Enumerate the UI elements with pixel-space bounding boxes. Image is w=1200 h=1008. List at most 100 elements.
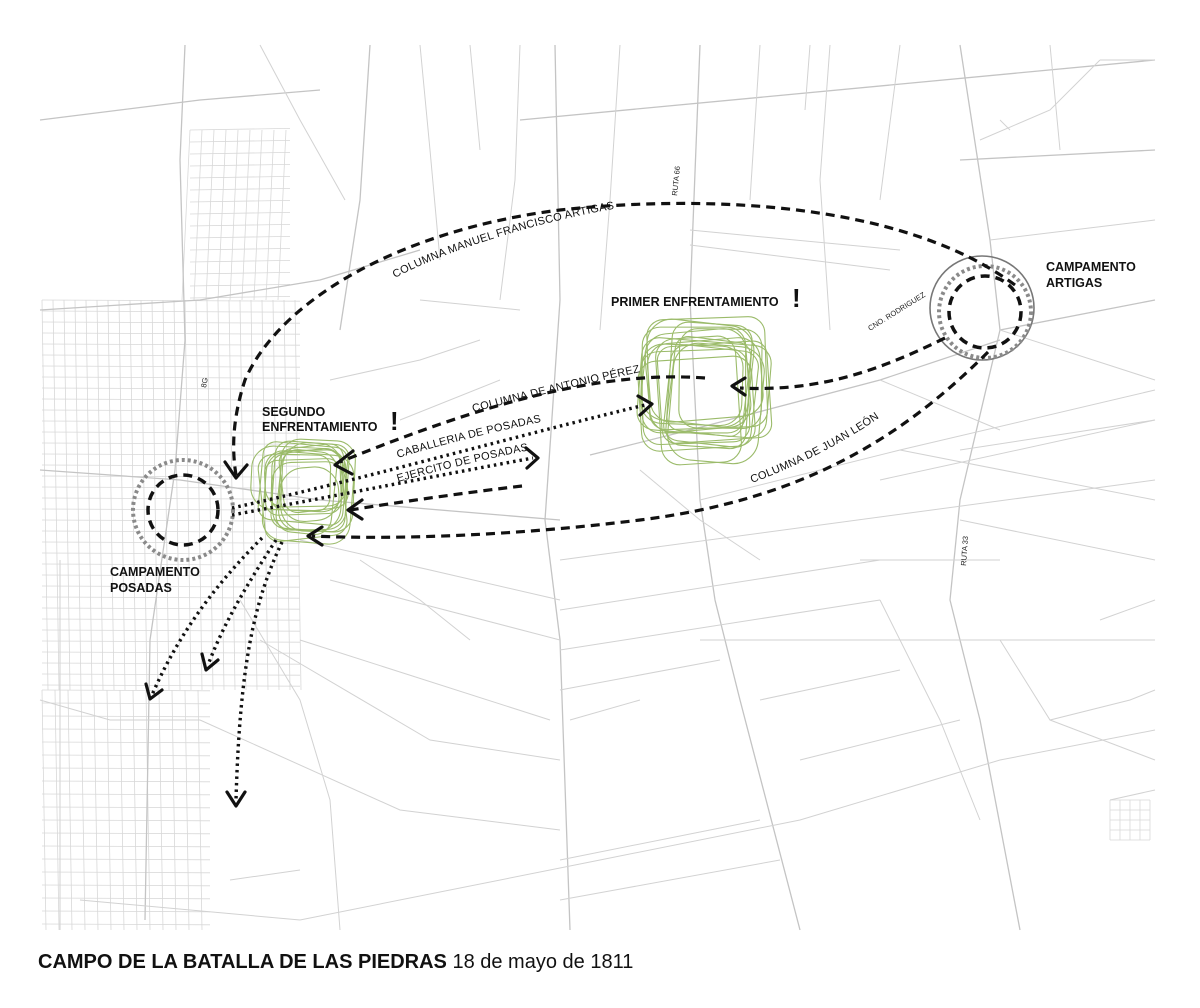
street-line [67, 689, 73, 931]
street-line [41, 702, 211, 705]
street-line [41, 431, 301, 434]
street-line [41, 310, 301, 313]
street-line [206, 299, 214, 691]
street-line [41, 767, 211, 770]
segundo-enfrentamiento-area [250, 438, 356, 545]
street-line [189, 152, 291, 155]
street-line [41, 299, 301, 302]
street-line [129, 299, 137, 691]
street-line [189, 236, 291, 239]
street-line [41, 453, 301, 456]
street-line [41, 923, 211, 926]
battle-stroke [636, 337, 772, 439]
street-line [118, 299, 126, 691]
street-line [151, 299, 159, 691]
street-line [41, 596, 301, 599]
street-line [63, 299, 71, 691]
street-line [41, 897, 211, 900]
street-line [41, 365, 301, 368]
label-columna-perez: COLUMNA DE ANTONIO PÉREZ [471, 363, 641, 415]
battle-stroke [646, 316, 769, 431]
street-line [41, 563, 301, 566]
street-line [41, 420, 301, 423]
street-line [41, 871, 211, 874]
street-line [189, 296, 291, 299]
street-line [41, 728, 211, 731]
street-line [173, 299, 181, 691]
street-line [189, 272, 291, 275]
route-ejercito-posadas [231, 456, 534, 517]
street-line [41, 884, 211, 887]
street-line [41, 519, 301, 522]
street-line [184, 299, 192, 691]
street-line [41, 832, 211, 835]
street-line [41, 741, 211, 744]
street-line [41, 640, 301, 643]
street-line [41, 530, 301, 533]
exclamation-mark: ! [390, 406, 399, 436]
street-line [41, 299, 49, 691]
street-line [41, 409, 301, 412]
street-line [41, 819, 211, 822]
street-line [54, 689, 60, 931]
street-line [189, 224, 291, 227]
primer-enfrentamiento-area [636, 316, 773, 466]
street-line [41, 715, 211, 718]
street-line [277, 129, 287, 301]
arrow-head [730, 376, 747, 397]
campamento-posadas-marker [131, 458, 235, 562]
street-line [41, 508, 301, 511]
street-line [41, 486, 301, 489]
street-line [41, 793, 211, 796]
battle-map: COLUMNA MANUEL FRANCISCO ARTIGAS COLUMNA… [39, 44, 1156, 931]
street-line [52, 299, 60, 691]
street-line [140, 299, 148, 691]
label-road-small: 8G [199, 377, 210, 389]
route-ejercito-return [349, 484, 523, 512]
street-line [158, 689, 164, 931]
street-line [41, 689, 211, 692]
street-line [184, 689, 190, 931]
street-line [189, 248, 291, 251]
street-line [41, 910, 211, 913]
label-columna-artigas: COLUMNA MANUEL FRANCISCO ARTIGAS [391, 200, 615, 281]
street-line [41, 398, 301, 401]
street-line [205, 129, 215, 301]
label-ruta-66: RUTA 66 [670, 166, 682, 197]
route-columna-leon [311, 350, 990, 539]
exclamation-mark: ! [792, 283, 801, 313]
street-line [41, 354, 301, 357]
street-line [41, 387, 301, 390]
street-line [265, 129, 275, 301]
street-line [41, 689, 47, 931]
arrow-head [144, 682, 164, 701]
street-line [193, 129, 203, 301]
battle-stroke [637, 355, 756, 452]
street-line [41, 321, 301, 324]
battle-stroke [271, 461, 347, 531]
arrow-head [200, 652, 220, 672]
street-line [41, 574, 301, 577]
label-ruta-33: RUTA 33 [959, 536, 970, 566]
street-line [93, 689, 99, 931]
street-line [41, 552, 301, 555]
street-line [41, 442, 301, 445]
battle-stroke [257, 447, 348, 542]
battle-stroke [666, 335, 752, 438]
arrow-head [333, 449, 355, 476]
arrow-head [346, 498, 364, 521]
street-line [41, 607, 301, 610]
street-line [132, 689, 138, 931]
town-grid-south [41, 689, 211, 931]
street-line [189, 284, 291, 287]
battle-stroke [667, 342, 765, 465]
town-grid-north [181, 128, 291, 301]
street-line [189, 128, 291, 131]
street-line [96, 299, 104, 691]
arrow-head [306, 525, 324, 547]
route-artigas-to-primer [739, 336, 946, 391]
street-line [41, 673, 301, 676]
street-line [189, 188, 291, 191]
caption-title: CAMPO DE LA BATALLA DE LAS PIEDRAS [38, 951, 447, 973]
street-line [41, 684, 301, 687]
